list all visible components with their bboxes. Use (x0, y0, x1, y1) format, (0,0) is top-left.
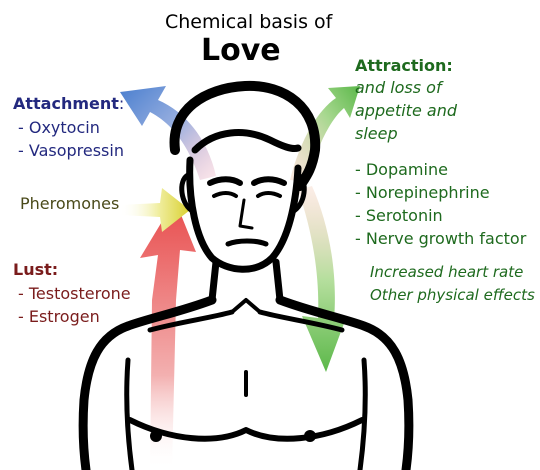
person-outline (83, 86, 409, 470)
attraction-item: - Serotonin (355, 208, 443, 224)
attraction-heading: Attraction: (355, 58, 453, 74)
attraction-subtitle-line: sleep (355, 126, 398, 142)
attraction-subtitle-line: and loss of (355, 80, 442, 96)
attachment-item: - Vasopressin (18, 143, 124, 159)
attraction-subtitle-line: appetite and (355, 103, 457, 119)
attraction-item: - Dopamine (355, 162, 448, 178)
effects-line: Increased heart rate (370, 265, 523, 280)
attraction-item: - Norepinephrine (355, 185, 490, 201)
attraction-item: - Nerve growth factor (355, 231, 526, 247)
nipple-left (150, 430, 162, 442)
attachment-heading-text: Attachment (13, 94, 119, 113)
nipple-right (304, 430, 316, 442)
attachment-heading: Attachment: (13, 96, 124, 112)
effects-line: Other physical effects (370, 288, 535, 303)
attachment-item: - Oxytocin (18, 120, 100, 136)
title-line-1: Chemical basis of (165, 13, 332, 32)
lust-heading: Lust: (13, 262, 58, 278)
attraction-arrow-down (298, 186, 346, 372)
pheromones-label: Pheromones (20, 196, 119, 212)
lust-item: - Testosterone (18, 286, 131, 302)
lust-item: - Estrogen (18, 309, 100, 325)
title-line-2: Love (201, 36, 281, 66)
